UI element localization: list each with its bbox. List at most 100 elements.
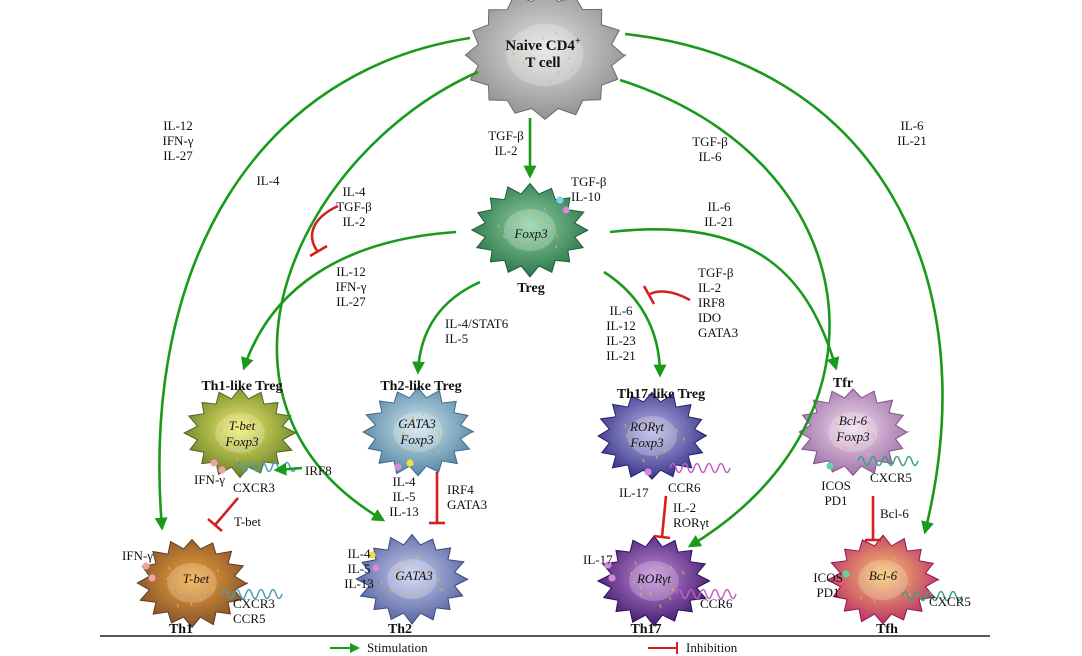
cell-granule	[641, 444, 644, 448]
inhibition-treg-th1like-curve	[310, 204, 339, 253]
cell-granule	[893, 557, 896, 561]
cell-granule	[682, 571, 685, 575]
label-th1-like-irf8: IRF8	[305, 463, 332, 478]
cell-granule	[867, 428, 870, 432]
label-th17-like-ccr6: CCR6	[668, 480, 701, 495]
label-line: PD1	[816, 585, 839, 600]
label-line: IL-4	[392, 474, 416, 489]
arrow-treg-to-th2like	[412, 280, 481, 375]
label-line: IFN-γ	[335, 279, 366, 294]
cell-granule	[236, 456, 239, 461]
cell-granule	[671, 588, 674, 592]
label-line: IL-21	[704, 214, 734, 229]
label-line: IL-4	[347, 546, 371, 561]
cell-granule	[880, 559, 883, 564]
label-th17-like-il17: IL-17	[619, 485, 649, 500]
cell-granule	[436, 412, 439, 416]
cell-granule	[399, 592, 403, 596]
th17-ccr6-receptor-icon	[675, 588, 737, 600]
label-line: IL-12	[336, 264, 366, 279]
naive-cd4-t-cell	[464, 0, 627, 121]
cell-granule	[441, 439, 444, 444]
tfr-inner-bcl6: Bcl-6	[839, 413, 868, 428]
label-line: IL-21	[606, 348, 636, 363]
cell-membrane	[826, 534, 940, 625]
cell-nucleus	[393, 412, 443, 452]
cell-granule	[568, 56, 571, 61]
tfr-cxcr5-receptor-icon	[857, 455, 919, 467]
label-naive-th2-cytokines: IL-4	[256, 173, 280, 188]
label-th17-il17: IL-17	[583, 552, 613, 567]
cell-granule	[412, 416, 415, 420]
cell-granule	[179, 589, 182, 594]
cell-granule	[908, 582, 911, 586]
cell-granule	[884, 595, 887, 600]
label-line: IRF8	[698, 295, 725, 310]
th1-inner-tbet: T-bet	[183, 571, 210, 586]
label-th1-ifng: IFN-γ	[122, 548, 153, 563]
cell-granule	[512, 240, 515, 244]
th17-like-secreted-dot	[644, 468, 652, 476]
cell-granule	[519, 214, 522, 219]
cell-granule	[868, 421, 871, 425]
label-line: ICOS	[821, 478, 851, 493]
cell-nucleus	[387, 559, 437, 599]
cell-granule	[417, 594, 420, 598]
cell-granule	[665, 423, 668, 428]
treg-inner-foxp3: Foxp3	[513, 226, 548, 241]
tfh-title: Tfh	[876, 622, 898, 637]
cell-granule	[840, 414, 843, 418]
treg-cell	[470, 182, 589, 278]
th2-secreted-dot	[368, 551, 376, 559]
th17-like-ccr6-receptor-icon	[669, 462, 731, 474]
label-line: IL-4/STAT6	[445, 316, 509, 331]
cell-granule	[185, 571, 188, 576]
stimulation-arrows	[154, 32, 944, 548]
label-line: CXCR3	[233, 596, 275, 611]
tfr-title: Tfr	[833, 376, 853, 391]
cell-granule	[440, 587, 443, 592]
cell-granule	[438, 431, 441, 435]
label-line: IL-2	[342, 214, 365, 229]
cell-granule	[421, 443, 424, 447]
cell-granule	[203, 590, 206, 595]
cell-granule	[529, 208, 532, 213]
tfr-inner-foxp3: Foxp3	[835, 429, 870, 444]
cell-granule	[858, 420, 861, 425]
arrow-naive-to-tfh	[624, 32, 944, 535]
cell-granule	[240, 420, 244, 425]
th2-like-treg-title: Th2-like Treg	[380, 379, 461, 394]
cell-granule	[261, 421, 264, 426]
cell-granule	[206, 580, 209, 585]
cell-granule	[254, 436, 257, 440]
cell-granule	[510, 38, 513, 42]
cell-granule	[220, 419, 223, 423]
cell-granule	[837, 429, 840, 434]
cell-granule	[431, 426, 434, 430]
th2-inner-gata3: GATA3	[395, 568, 433, 583]
cell-granule	[844, 446, 847, 450]
th1-cell	[136, 538, 248, 629]
label-line: IL-13	[344, 576, 374, 591]
label-treg-secreted-tgfb: TGF-β	[571, 174, 607, 189]
cell-granule	[531, 84, 534, 88]
label-line: TGF-β	[698, 265, 734, 280]
cell-granule	[835, 422, 838, 426]
cell-granule	[522, 241, 525, 245]
th17-like-inner-rorgt: RORγt	[629, 419, 664, 434]
cell-granule	[219, 427, 222, 432]
cell-granule	[166, 577, 169, 581]
cell-granule	[862, 577, 865, 581]
naive-cell-label-line2: T cell	[525, 55, 560, 71]
th17-cell	[596, 535, 711, 627]
cell-granule	[541, 36, 544, 40]
cell-granule	[833, 445, 836, 449]
label-line: IL-6	[609, 303, 633, 318]
cell-granule	[555, 31, 558, 35]
